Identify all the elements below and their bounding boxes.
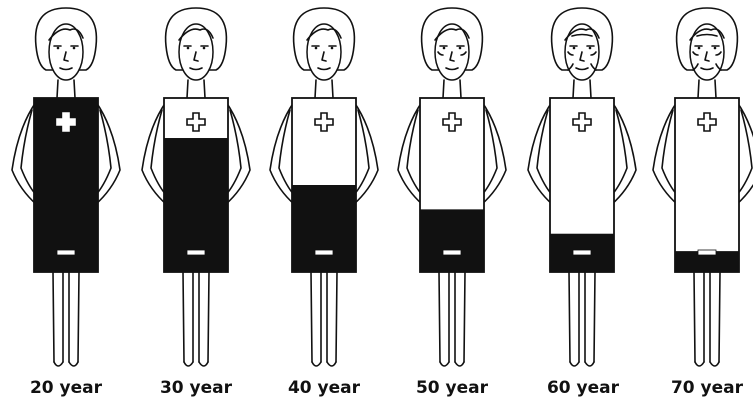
left-eye [443,47,446,50]
neck [698,80,716,98]
person-figure [270,8,378,366]
age-label-40: 40 year [264,378,384,398]
foot [570,362,594,366]
foot [54,362,78,366]
foot [312,362,336,366]
minus-sign-icon [57,250,75,255]
foot [440,362,464,366]
person-figure [653,8,753,366]
left-eye [698,47,701,50]
charge-level-fill [420,209,484,272]
neck [573,80,591,98]
leg [439,272,465,362]
minus-sign-icon [698,250,716,255]
age-label-30: 30 year [136,378,256,398]
person-figure [528,8,636,366]
leg [694,272,720,362]
foot [184,362,208,366]
right-eye [331,47,334,50]
person-figure [12,8,120,366]
charge-level-fill [292,185,356,272]
neck [187,80,205,98]
minus-sign-icon [315,250,333,255]
neck [315,80,333,98]
right-eye [714,47,717,50]
left-eye [573,47,576,50]
leg [569,272,595,362]
right-eye [73,47,76,50]
left-eye [57,47,60,50]
right-eye [203,47,206,50]
minus-sign-icon [187,250,205,255]
right-eye [459,47,462,50]
minus-sign-icon [443,250,461,255]
leg [53,272,79,362]
age-label-70: 70 year [647,378,753,398]
age-label-50: 50 year [392,378,512,398]
age-label-20: 20 year [6,378,126,398]
left-eye [187,47,190,50]
leg [311,272,337,362]
age-label-60: 60 year [523,378,643,398]
foot [695,362,719,366]
neck [57,80,75,98]
person-figure [398,8,506,366]
person-figure [142,8,250,366]
minus-sign-icon [573,250,591,255]
neck [443,80,461,98]
left-eye [315,47,318,50]
right-eye [589,47,592,50]
leg [183,272,209,362]
